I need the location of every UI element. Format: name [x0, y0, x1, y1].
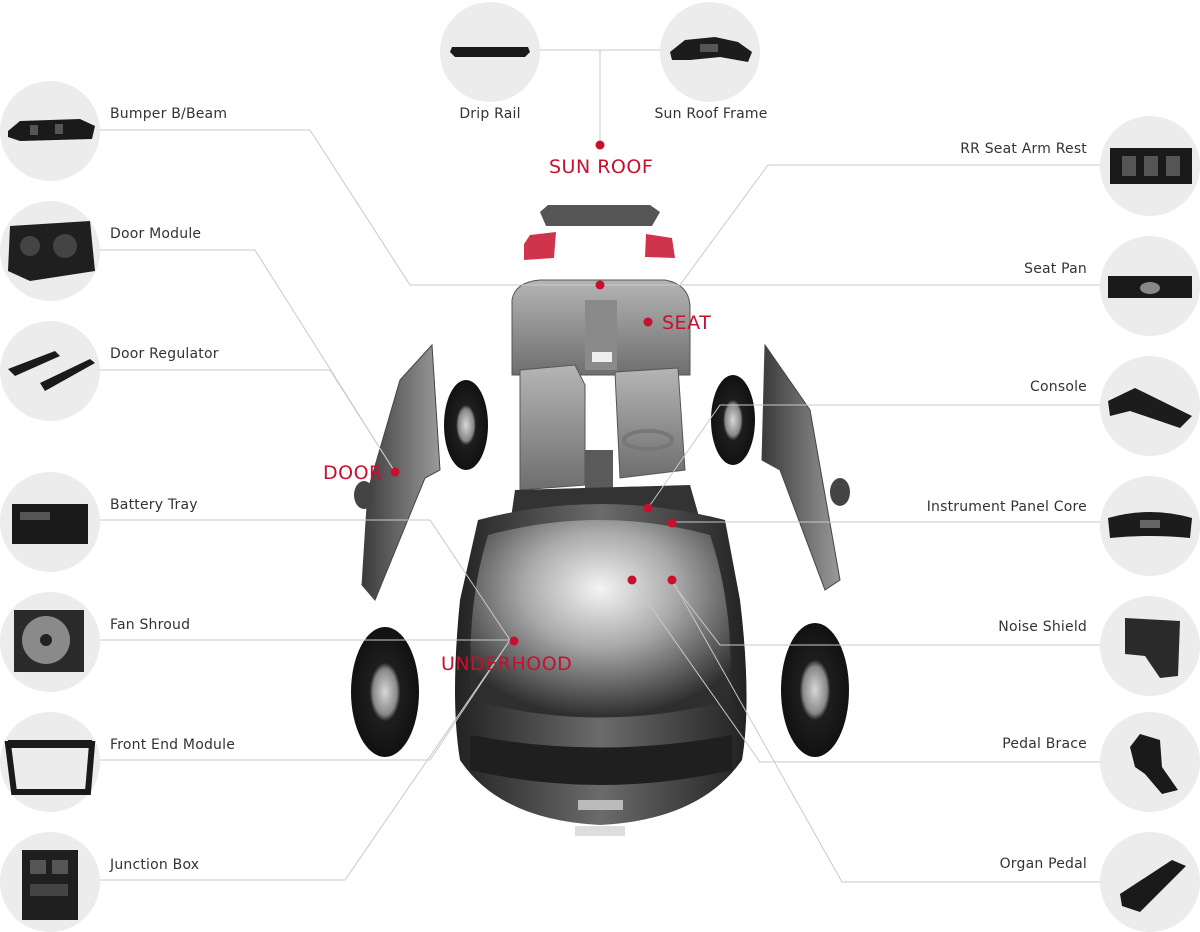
part-circle-drip-rail[interactable]: [440, 2, 540, 102]
part-circle-door-module[interactable]: [0, 201, 100, 301]
fan-shroud-part-icon: [14, 610, 84, 672]
hood: [470, 520, 731, 718]
part-circle-pedal-brace[interactable]: [1100, 712, 1200, 812]
part-label-front-end-module: Front End Module: [110, 737, 236, 753]
front-right-tire: [781, 623, 849, 757]
part-label-console: Console: [1030, 379, 1087, 395]
front-left-tire: [351, 627, 419, 757]
drip-rail-part-icon: [450, 47, 530, 57]
organ-pedal-part-icon: [1120, 860, 1186, 912]
part-label-junction-box: Junction Box: [110, 857, 200, 873]
part-circle-front-end-module[interactable]: [0, 712, 100, 812]
marker-seat: [643, 317, 653, 327]
marker-instrument-panel: [667, 518, 677, 528]
marker-noise-shield: [667, 575, 677, 585]
marker-pedal-brace: [627, 575, 637, 585]
battery-tray-part-icon: [12, 504, 88, 544]
sunroof-right-lamp: [645, 234, 675, 258]
part-circle-fan-shroud[interactable]: [0, 592, 100, 692]
part-label-door-module: Door Module: [110, 226, 202, 242]
left-mirror: [354, 481, 374, 509]
leader-junction-box: [100, 639, 511, 881]
seat-arm-rest-part-icon: [1110, 148, 1192, 184]
part-label-sun-roof-frame: Sun Roof Frame: [654, 106, 768, 122]
front-grille: [470, 735, 732, 785]
right-mirror: [830, 478, 850, 506]
part-label-noise-shield: Noise Shield: [998, 619, 1087, 635]
leader-lines: [100, 49, 1100, 883]
part-circle-seat-arm-rest[interactable]: [1100, 116, 1200, 216]
part-label-organ-pedal: Organ Pedal: [999, 856, 1087, 872]
leader-front-end-module: [100, 639, 511, 761]
markers: [390, 140, 677, 646]
front-left-seat: [519, 364, 586, 491]
category-door: DOOR: [323, 462, 383, 484]
part-label-bumper-beam: Bumper B/Beam: [110, 106, 228, 122]
console-part-icon: [1108, 388, 1192, 428]
rear-armrest-cup: [592, 352, 612, 362]
part-circle-battery-tray[interactable]: [0, 472, 100, 572]
category-sun-roof: SUN ROOF: [549, 156, 654, 178]
front-end-module-part-icon: [4, 740, 96, 795]
part-label-door-regulator: Door Regulator: [110, 346, 219, 362]
rear-left-tire: [444, 380, 488, 470]
part-label-seat-pan: Seat Pan: [1024, 261, 1087, 277]
part-circle-door-regulator[interactable]: [0, 321, 100, 421]
junction-box-part-icon: [22, 850, 78, 920]
marker-seat-center: [595, 280, 605, 290]
door-regulator-part-icon: [8, 351, 95, 391]
part-circle-sun-roof-frame[interactable]: [660, 2, 760, 102]
part-label-drip-rail: Drip Rail: [459, 106, 521, 122]
front-plate-part: [575, 826, 625, 836]
part-label-battery-tray: Battery Tray: [110, 497, 198, 513]
license-plate: [578, 800, 623, 810]
part-circle-seat-pan[interactable]: [1100, 236, 1200, 336]
part-circle-organ-pedal[interactable]: [1100, 832, 1200, 932]
steering-wheel: [622, 429, 674, 451]
part-label-instrument-panel: Instrument Panel Core: [926, 499, 1087, 515]
category-seat: SEAT: [662, 312, 712, 334]
part-circle-instrument-panel[interactable]: [1100, 476, 1200, 576]
marker-console: [643, 503, 653, 513]
part-circle-console[interactable]: [1100, 356, 1200, 456]
sunroof-left-lamp: [524, 232, 556, 260]
part-circle-noise-shield[interactable]: [1100, 596, 1200, 696]
pedal-brace-part-icon: [1130, 734, 1178, 794]
part-label-fan-shroud: Fan Shroud: [110, 617, 191, 633]
noise-shield-part-icon: [1125, 618, 1180, 678]
rear-right-tire: [711, 375, 755, 465]
leader-door-regulator: [100, 369, 396, 473]
car-illustration: [351, 205, 850, 836]
sunroof-panel: [540, 205, 660, 226]
left-door: [361, 343, 441, 601]
marker-underhood: [509, 636, 519, 646]
door-module-part-icon: [8, 221, 95, 281]
leader-noise-shield: [669, 579, 1100, 646]
marker-sun-roof: [595, 140, 605, 150]
category-underhood: UNDERHOOD: [441, 653, 573, 675]
leader-bumper-beam: [100, 129, 600, 286]
front-right-seat: [614, 367, 686, 479]
leader-console: [647, 404, 1100, 509]
part-label-pedal-brace: Pedal Brace: [1002, 736, 1087, 752]
part-label-seat-arm-rest: RR Seat Arm Rest: [960, 141, 1087, 157]
sun-roof-frame-part-icon: [670, 37, 752, 62]
part-circle-bumper-beam[interactable]: [0, 81, 100, 181]
bumper-beam-part-icon: [8, 119, 95, 141]
part-circle-junction-box[interactable]: [0, 832, 100, 932]
right-door: [761, 343, 841, 591]
marker-door: [390, 467, 400, 477]
leader-organ-pedal: [671, 579, 1100, 883]
leader-pedal-brace: [631, 579, 1100, 763]
instrument-panel-part-icon: [1108, 512, 1192, 538]
seat-pan-part-icon: [1108, 276, 1192, 298]
leader-seat-arm-rest: [679, 164, 1100, 286]
leader-battery-tray: [100, 519, 511, 641]
